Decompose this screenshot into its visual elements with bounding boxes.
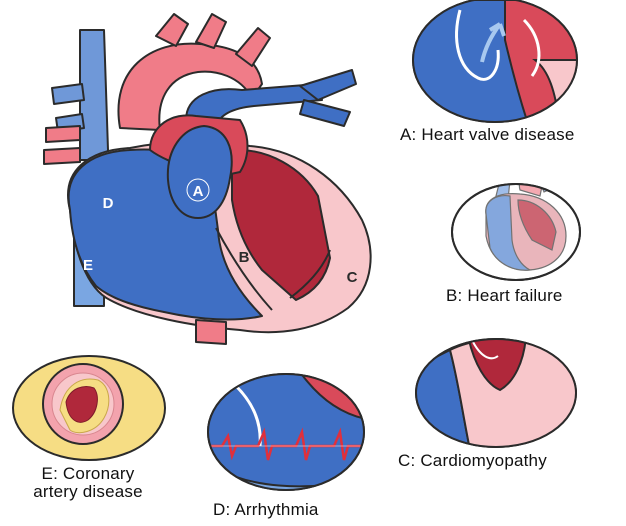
pulmonary-veins-left bbox=[44, 126, 80, 164]
marker-d: D bbox=[103, 195, 114, 212]
caption-coronary-artery-disease: E: Coronary artery disease bbox=[10, 465, 166, 501]
caption-heart-valve-disease: A: Heart valve disease bbox=[400, 125, 574, 145]
inset-cardiomyopathy bbox=[410, 330, 580, 460]
inset-coronary-artery bbox=[13, 356, 165, 460]
caption-cardiomyopathy: C: Cardiomyopathy bbox=[398, 451, 547, 471]
marker-a: A bbox=[193, 183, 204, 200]
marker-e: E bbox=[83, 257, 93, 274]
descending-aorta-stub bbox=[196, 320, 226, 344]
caption-coronary-line2: artery disease bbox=[10, 483, 166, 501]
marker-b: B bbox=[239, 249, 250, 266]
caption-arrhythmia: D: Arrhythmia bbox=[213, 500, 319, 520]
inset-valve-disease bbox=[410, 0, 590, 130]
inset-heart-failure bbox=[452, 174, 580, 280]
caption-heart-failure: B: Heart failure bbox=[446, 286, 563, 306]
main-heart bbox=[44, 14, 371, 344]
caption-coronary-line1: E: Coronary bbox=[10, 465, 166, 483]
inset-arrhythmia bbox=[200, 370, 372, 500]
marker-c: C bbox=[347, 269, 358, 286]
